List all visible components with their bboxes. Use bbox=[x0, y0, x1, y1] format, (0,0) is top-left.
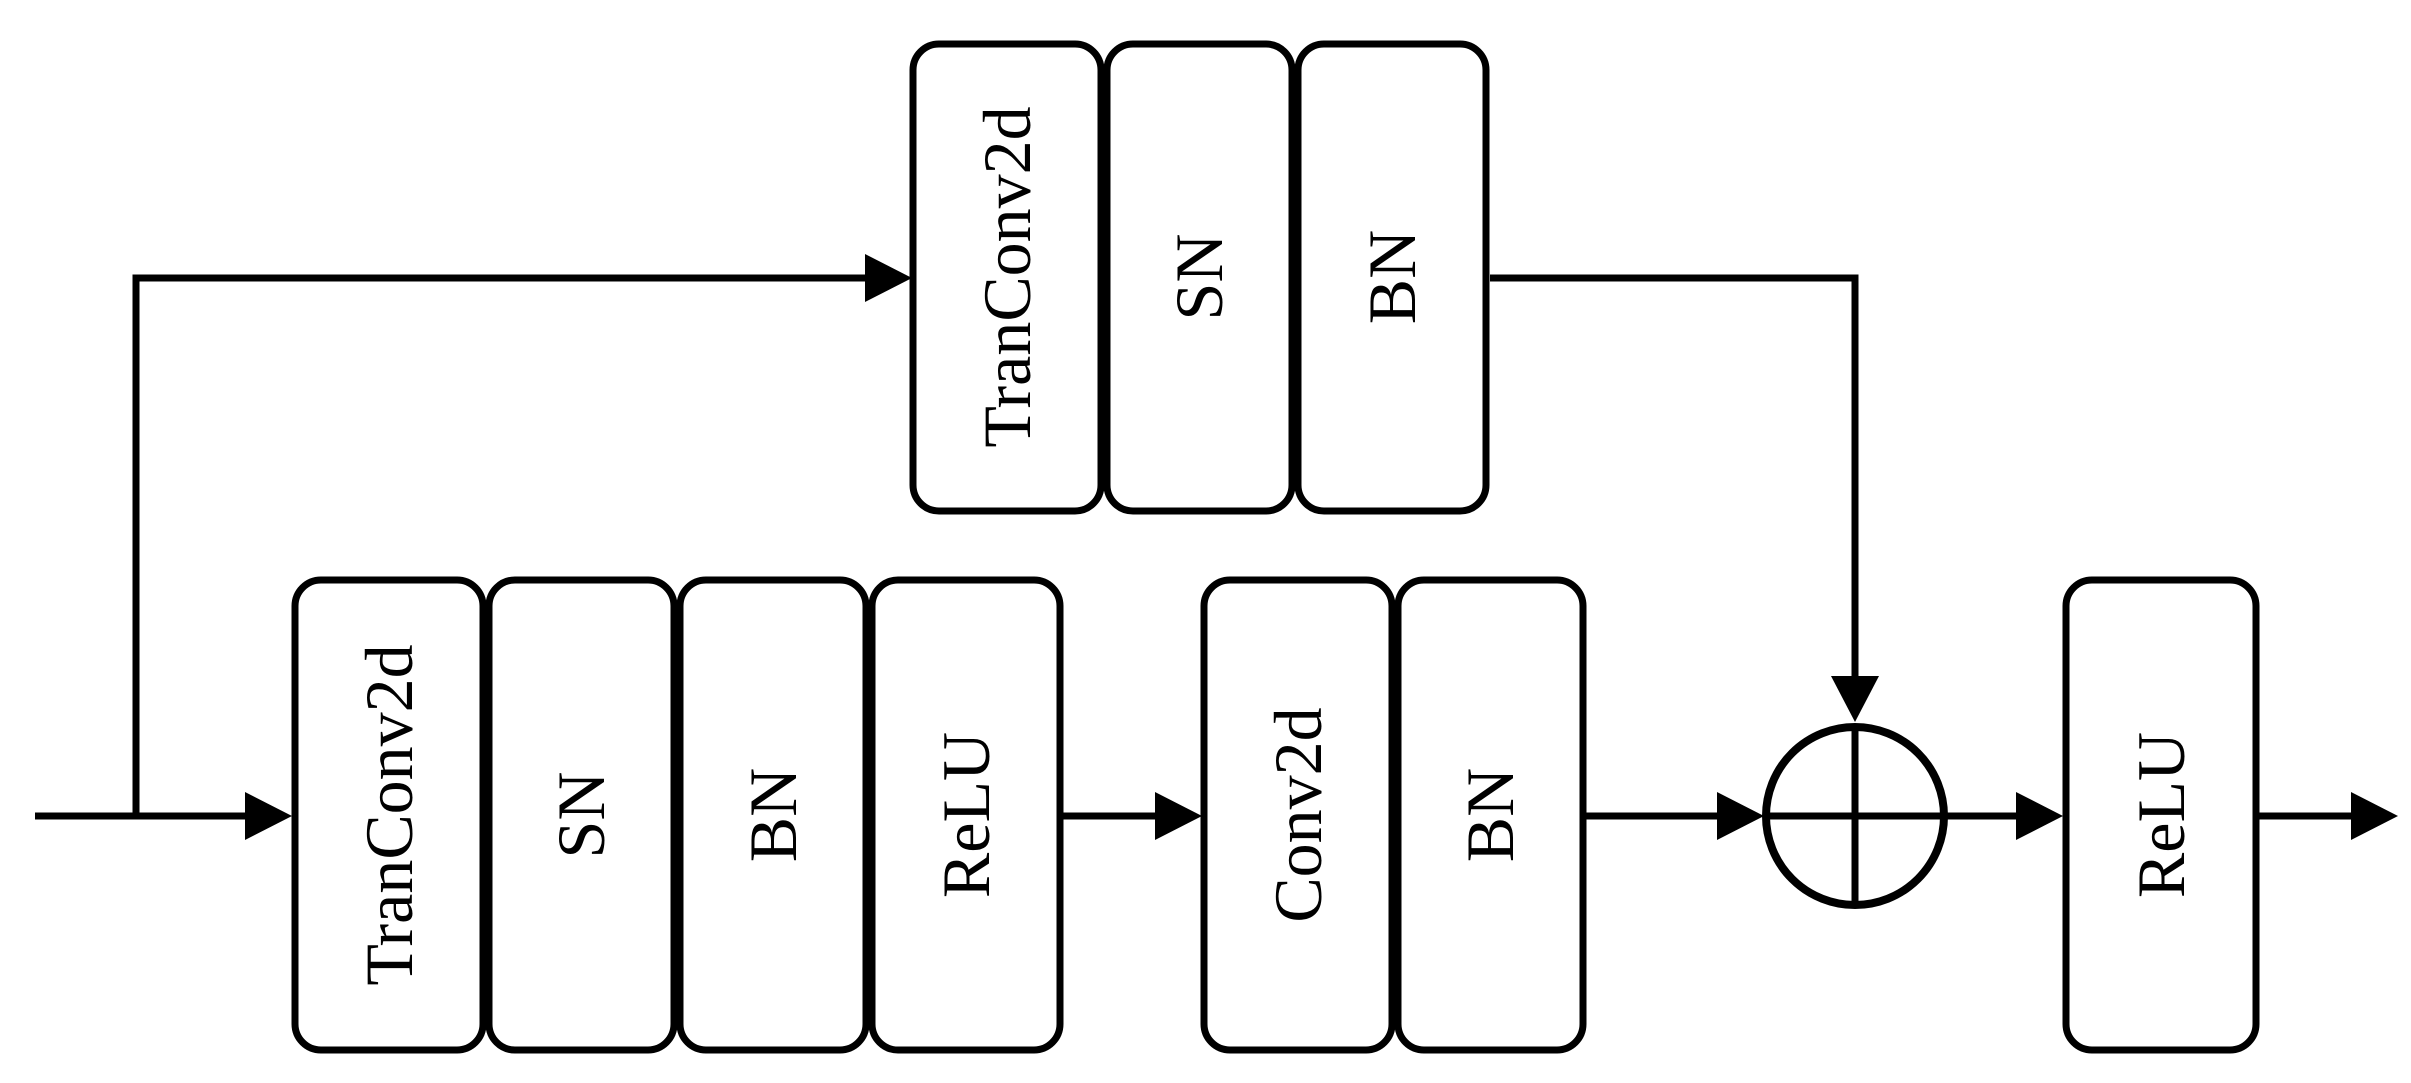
shortcut-wire bbox=[132, 274, 870, 816]
output-relu-label: ReLU bbox=[2123, 732, 2199, 898]
shortcut-sn-block: SN bbox=[1103, 40, 1296, 515]
main-tranconv2d-label: TranConv2d bbox=[351, 644, 427, 985]
main-sn-label: SN bbox=[543, 772, 619, 859]
shortcut-tranconv2d-label: TranConv2d bbox=[969, 106, 1045, 447]
input-arrowhead bbox=[245, 792, 292, 840]
main-relu-block: ReLU bbox=[868, 576, 1064, 1054]
shortcut-bn-block: BN bbox=[1294, 40, 1490, 515]
main-bn-label: BN bbox=[735, 768, 811, 862]
output-arrowhead bbox=[2351, 792, 2398, 840]
bn-to-sum-arrowhead bbox=[1717, 792, 1764, 840]
main-conv2d-block: Conv2d bbox=[1200, 576, 1396, 1054]
sum-node bbox=[1762, 723, 1948, 909]
shortcut-arrowhead bbox=[865, 254, 912, 302]
shortcut-bn-label: BN bbox=[1354, 230, 1430, 324]
relu-to-conv-arrowhead bbox=[1155, 792, 1202, 840]
main-conv2d-label: Conv2d bbox=[1260, 707, 1336, 922]
main-relu-label: ReLU bbox=[928, 732, 1004, 898]
main-tranconv2d-block: TranConv2d bbox=[291, 576, 487, 1054]
main-bn-block: BN bbox=[676, 576, 870, 1054]
output-relu-block: ReLU bbox=[2062, 576, 2260, 1054]
shortcut-sn-label: SN bbox=[1161, 234, 1237, 321]
shortcut-down-arrowhead bbox=[1831, 676, 1879, 722]
sum-to-relu-arrowhead bbox=[2016, 792, 2063, 840]
main-bn2-label: BN bbox=[1452, 768, 1528, 862]
shortcut-tranconv2d-block: TranConv2d bbox=[909, 40, 1105, 515]
main-bn2-block: BN bbox=[1394, 576, 1587, 1054]
shortcut-output-wire bbox=[1490, 274, 1859, 680]
main-sn-block: SN bbox=[485, 576, 678, 1054]
